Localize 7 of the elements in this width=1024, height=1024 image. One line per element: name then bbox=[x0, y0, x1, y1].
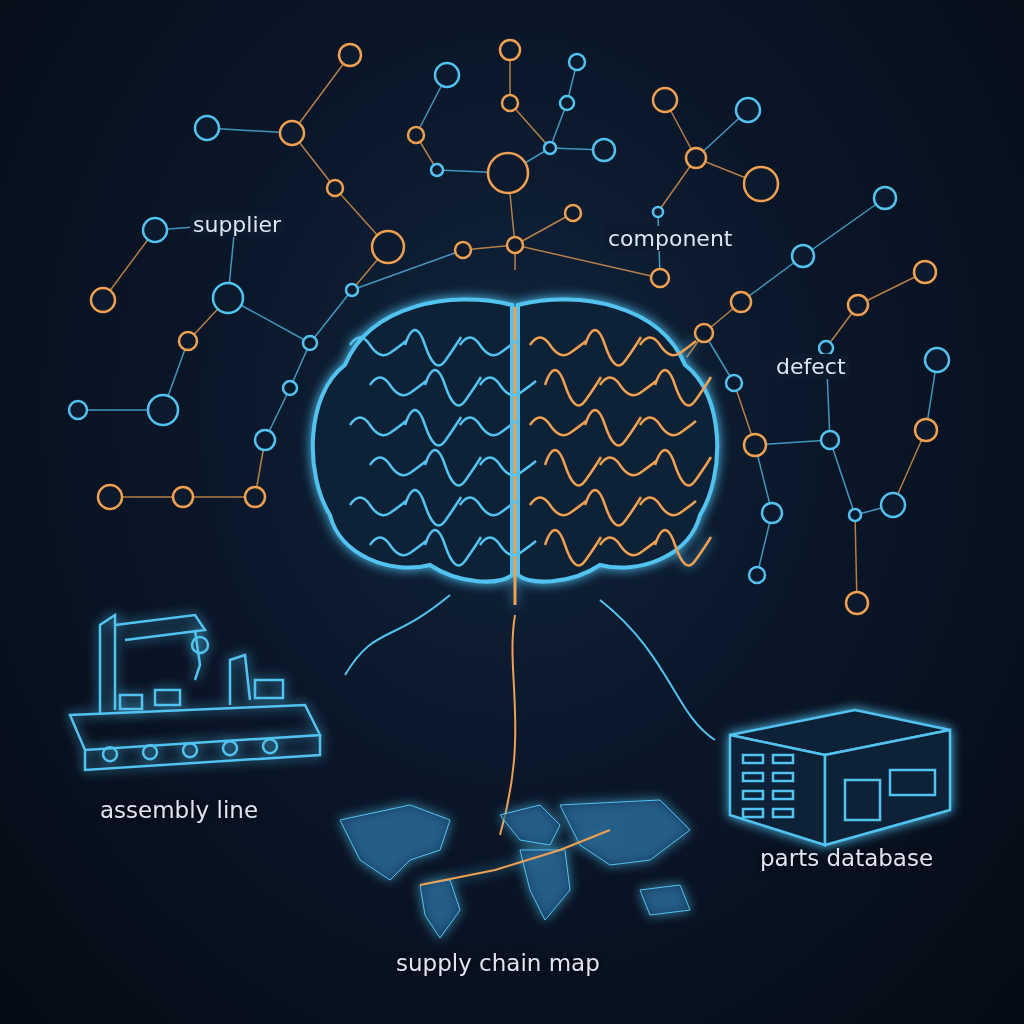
drawing-caption: parts database bbox=[760, 845, 934, 871]
drawing-caption: supply chain map bbox=[396, 950, 600, 976]
connector-line bbox=[599, 599, 716, 741]
connector-line bbox=[499, 614, 517, 836]
connector-line bbox=[344, 594, 451, 676]
drawing-caption: assembly line bbox=[100, 797, 259, 823]
network-label: supplier bbox=[190, 212, 285, 237]
